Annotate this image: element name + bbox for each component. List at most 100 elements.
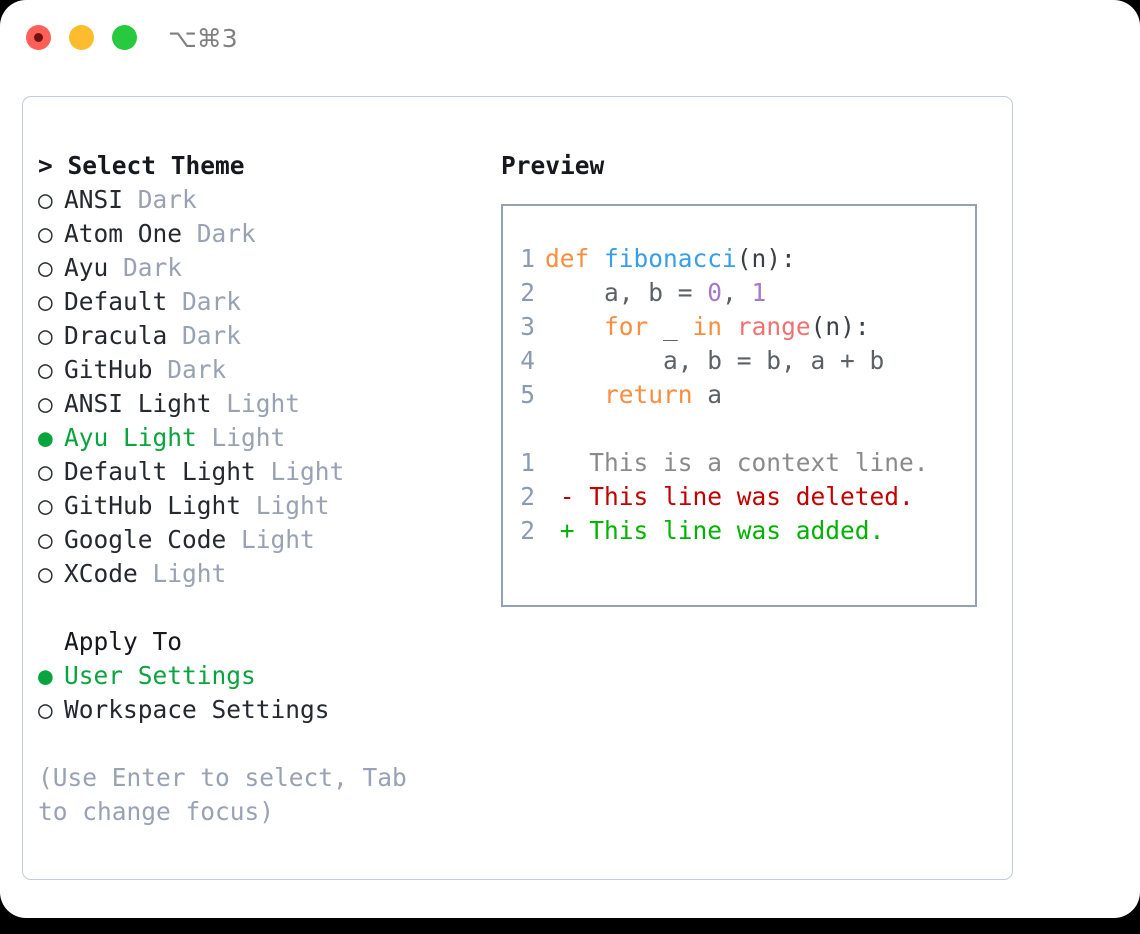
theme-name-label: Atom One xyxy=(64,219,183,248)
line-number: 2 xyxy=(520,516,535,545)
code-token: a, b = xyxy=(545,278,708,307)
code-line: 2 + This line was added. xyxy=(511,514,929,548)
code-token: (n): xyxy=(736,244,796,273)
select-theme-heading: > Select Theme xyxy=(38,151,245,180)
theme-list-item[interactable]: ○ Dracula Dark xyxy=(38,319,493,353)
zoom-button-icon[interactable] xyxy=(112,25,137,50)
theme-name-label: XCode xyxy=(64,559,138,588)
titlebar: ⌥⌘3 xyxy=(0,0,1140,76)
theme-list-item[interactable]: ○ Google Code Light xyxy=(38,523,493,557)
theme-name-label: ANSI Light xyxy=(64,389,212,418)
radio-unselected-icon[interactable]: ○ xyxy=(38,457,53,486)
apply-to-label: User Settings xyxy=(64,661,256,690)
code-token: , xyxy=(722,278,752,307)
theme-list-item[interactable]: ○GitHub Dark xyxy=(38,353,493,387)
code-token xyxy=(722,312,737,341)
apply-to-list-item[interactable]: ● User Settings xyxy=(38,659,493,693)
line-number: 1 xyxy=(520,244,535,273)
radio-unselected-icon[interactable]: ○ xyxy=(38,185,53,214)
theme-variant-tag: Dark xyxy=(167,287,242,316)
line-number: 2 xyxy=(520,278,535,307)
theme-name-label: ANSI xyxy=(64,185,124,214)
radio-unselected-icon[interactable]: ○ xyxy=(38,355,53,384)
code-line: 1 This is a context line. xyxy=(511,446,928,480)
radio-unselected-icon[interactable]: ○ xyxy=(38,525,53,554)
code-token: for xyxy=(604,312,649,341)
code-token: return xyxy=(604,380,693,409)
apply-to-label: Workspace Settings xyxy=(64,695,330,724)
theme-variant-tag: Light xyxy=(226,525,315,554)
theme-variant-tag: Dark xyxy=(182,219,256,248)
line-number: 3 xyxy=(520,312,535,341)
code-token: 1 xyxy=(751,278,767,307)
theme-variant-tag: Dark xyxy=(152,355,227,384)
code-token xyxy=(545,312,604,341)
traffic-lights xyxy=(26,25,137,50)
theme-variant-tag: Light xyxy=(211,389,301,418)
theme-name-label: Default Light xyxy=(64,457,256,486)
theme-variant-tag: Light xyxy=(255,457,345,486)
minimize-button-icon[interactable] xyxy=(69,25,94,50)
radio-unselected-icon[interactable]: ○ xyxy=(38,559,53,588)
theme-name-label: Dracula xyxy=(64,321,168,350)
theme-variant-tag: Dark xyxy=(167,321,242,350)
keyboard-hint-text: (Use Enter to select, Tab to change focu… xyxy=(38,763,422,826)
keyboard-shortcut-label: ⌥⌘3 xyxy=(168,24,238,53)
code-line: 5 return a xyxy=(511,378,929,412)
theme-name-label: Ayu xyxy=(64,253,109,282)
radio-selected-icon[interactable]: ● xyxy=(38,423,53,452)
theme-list-item[interactable]: ○ Default Dark xyxy=(38,285,493,319)
theme-variant-tag: Dark xyxy=(123,185,197,214)
code-token: + This line was added. xyxy=(545,516,885,545)
theme-list-item[interactable]: ○ Atom One Dark xyxy=(38,217,493,251)
line-number: 4 xyxy=(520,346,535,375)
radio-unselected-icon[interactable]: ○ xyxy=(38,321,53,350)
code-token: def xyxy=(545,244,605,273)
theme-list-item[interactable]: ○ Default Light Light xyxy=(38,455,493,489)
code-token: - This line was deleted. xyxy=(545,482,914,511)
code-token: fibonacci xyxy=(604,244,737,273)
close-button-icon[interactable] xyxy=(26,25,51,50)
code-token: (n): xyxy=(810,312,870,341)
radio-unselected-icon[interactable]: ○ xyxy=(38,695,53,724)
theme-variant-tag: Light xyxy=(241,491,330,520)
code-token: a xyxy=(692,380,723,409)
radio-unselected-icon[interactable]: ○ xyxy=(38,219,53,248)
code-token: a, b = b, a + b xyxy=(545,346,885,375)
theme-list-item[interactable]: ○GitHub Light Light xyxy=(38,489,493,523)
list-spacer xyxy=(38,591,493,625)
theme-list-item[interactable]: ● Ayu Light Light xyxy=(38,421,493,455)
theme-list-item[interactable]: ○Ayu Dark xyxy=(38,251,493,285)
radio-unselected-icon[interactable]: ○ xyxy=(38,253,53,282)
theme-list-item[interactable]: ○ ANSI Light Light xyxy=(38,387,493,421)
code-line: 2 - This line was deleted. xyxy=(511,480,929,514)
theme-name-label: Google Code xyxy=(64,525,227,554)
theme-variant-tag: Light xyxy=(196,423,286,452)
apply-to-list-item[interactable]: ○ Workspace Settings xyxy=(38,693,493,727)
theme-name-label: Ayu Light xyxy=(64,423,197,452)
code-token: range xyxy=(736,312,811,341)
code-line: 2 a, b = 0, 1 xyxy=(511,276,929,310)
radio-unselected-icon[interactable]: ○ xyxy=(38,491,53,520)
code-token: _ xyxy=(648,312,693,341)
theme-picker-panel: > Select Theme ○ANSI Dark○Atom One Dark○… xyxy=(22,96,1013,880)
radio-unselected-icon[interactable]: ○ xyxy=(38,287,53,316)
code-line: 4 a, b = b, a + b xyxy=(511,344,929,378)
theme-list-item[interactable]: ○XCode Light xyxy=(38,557,493,591)
apply-to-list: ● User Settings ○ Workspace Settings xyxy=(38,659,493,727)
theme-name-label: Default xyxy=(64,287,168,316)
line-number: 2 xyxy=(520,482,535,511)
theme-list-item[interactable]: ○ ANSI Dark xyxy=(38,183,493,217)
radio-selected-icon[interactable]: ● xyxy=(38,661,53,690)
theme-selection-column: > Select Theme ○ANSI Dark○Atom One Dark○… xyxy=(38,149,493,829)
code-diff-separator xyxy=(511,412,929,446)
code-token: 0 xyxy=(707,278,723,307)
preview-heading: Preview xyxy=(501,151,605,180)
code-token: in xyxy=(692,312,723,341)
apply-to-heading: Apply To xyxy=(64,627,183,656)
radio-unselected-icon[interactable]: ○ xyxy=(38,389,53,418)
